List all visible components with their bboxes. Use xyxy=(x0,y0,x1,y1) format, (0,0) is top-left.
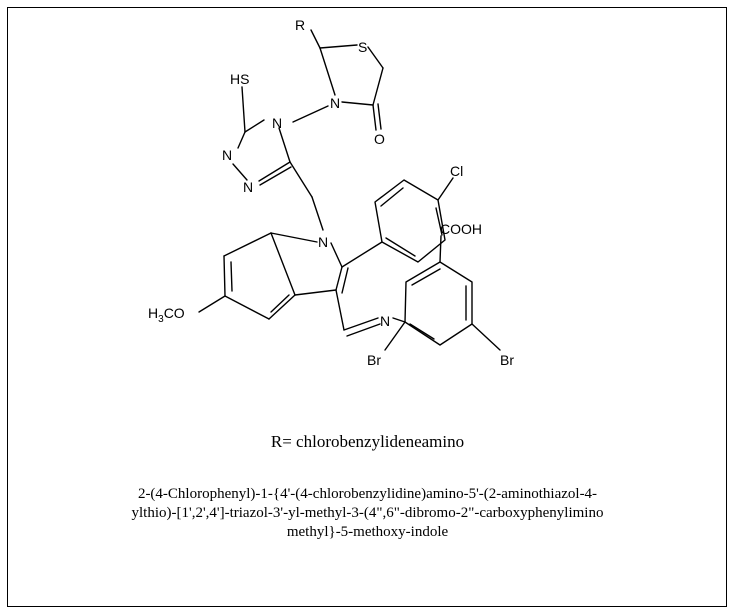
chemical-structure: R S N O HS N N N N H3CO xyxy=(148,17,514,368)
atom-nitrogen-triazole-b: N xyxy=(243,179,253,195)
chlorophenyl-ring xyxy=(341,177,454,268)
compound-name: 2-(4-Chlorophenyl)-1-{4'-(4-chlorobenzyl… xyxy=(20,485,715,542)
atom-nitrogen-imine: N xyxy=(380,313,390,329)
figure-frame xyxy=(7,7,727,607)
atom-bromine-right: Br xyxy=(500,352,514,368)
indole-core xyxy=(198,232,349,320)
bond-n-n-link xyxy=(292,105,329,123)
compound-name-line-2: ylthio)-[1',2',4']-triazol-3'-yl-methyl-… xyxy=(131,505,604,521)
compound-name-line-1: 2-(4-Chlorophenyl)-1-{4'-(4-chlorobenzyl… xyxy=(137,486,598,502)
atom-nitrogen-triazole-4: N xyxy=(272,115,282,131)
imine-link xyxy=(335,289,406,337)
r-group-definition: R= chlorobenzylideneamino xyxy=(270,432,465,451)
atom-chlorine: Cl xyxy=(450,163,463,179)
atom-thiol: HS xyxy=(230,71,249,87)
dibromo-carboxyphenyl-ring xyxy=(384,235,501,351)
atom-bromine-left: Br xyxy=(367,352,381,368)
triazole-ring xyxy=(232,86,313,198)
compound-name-line-3: methyl}-5-methoxy-indole xyxy=(286,524,449,540)
atom-nitrogen-triazole-a: N xyxy=(222,147,232,163)
bond-methylene xyxy=(311,196,324,231)
atom-nitrogen-indole: N xyxy=(318,234,328,250)
atom-r: R xyxy=(295,17,305,33)
carboxyl-group: COOH xyxy=(440,221,482,237)
methoxy-label: H3CO xyxy=(148,305,185,325)
atom-oxygen-carbonyl: O xyxy=(374,131,385,147)
atom-sulfur: S xyxy=(358,39,367,55)
atom-nitrogen-thiazolidinone: N xyxy=(330,95,340,111)
thiazolidinone-ring xyxy=(310,29,384,131)
